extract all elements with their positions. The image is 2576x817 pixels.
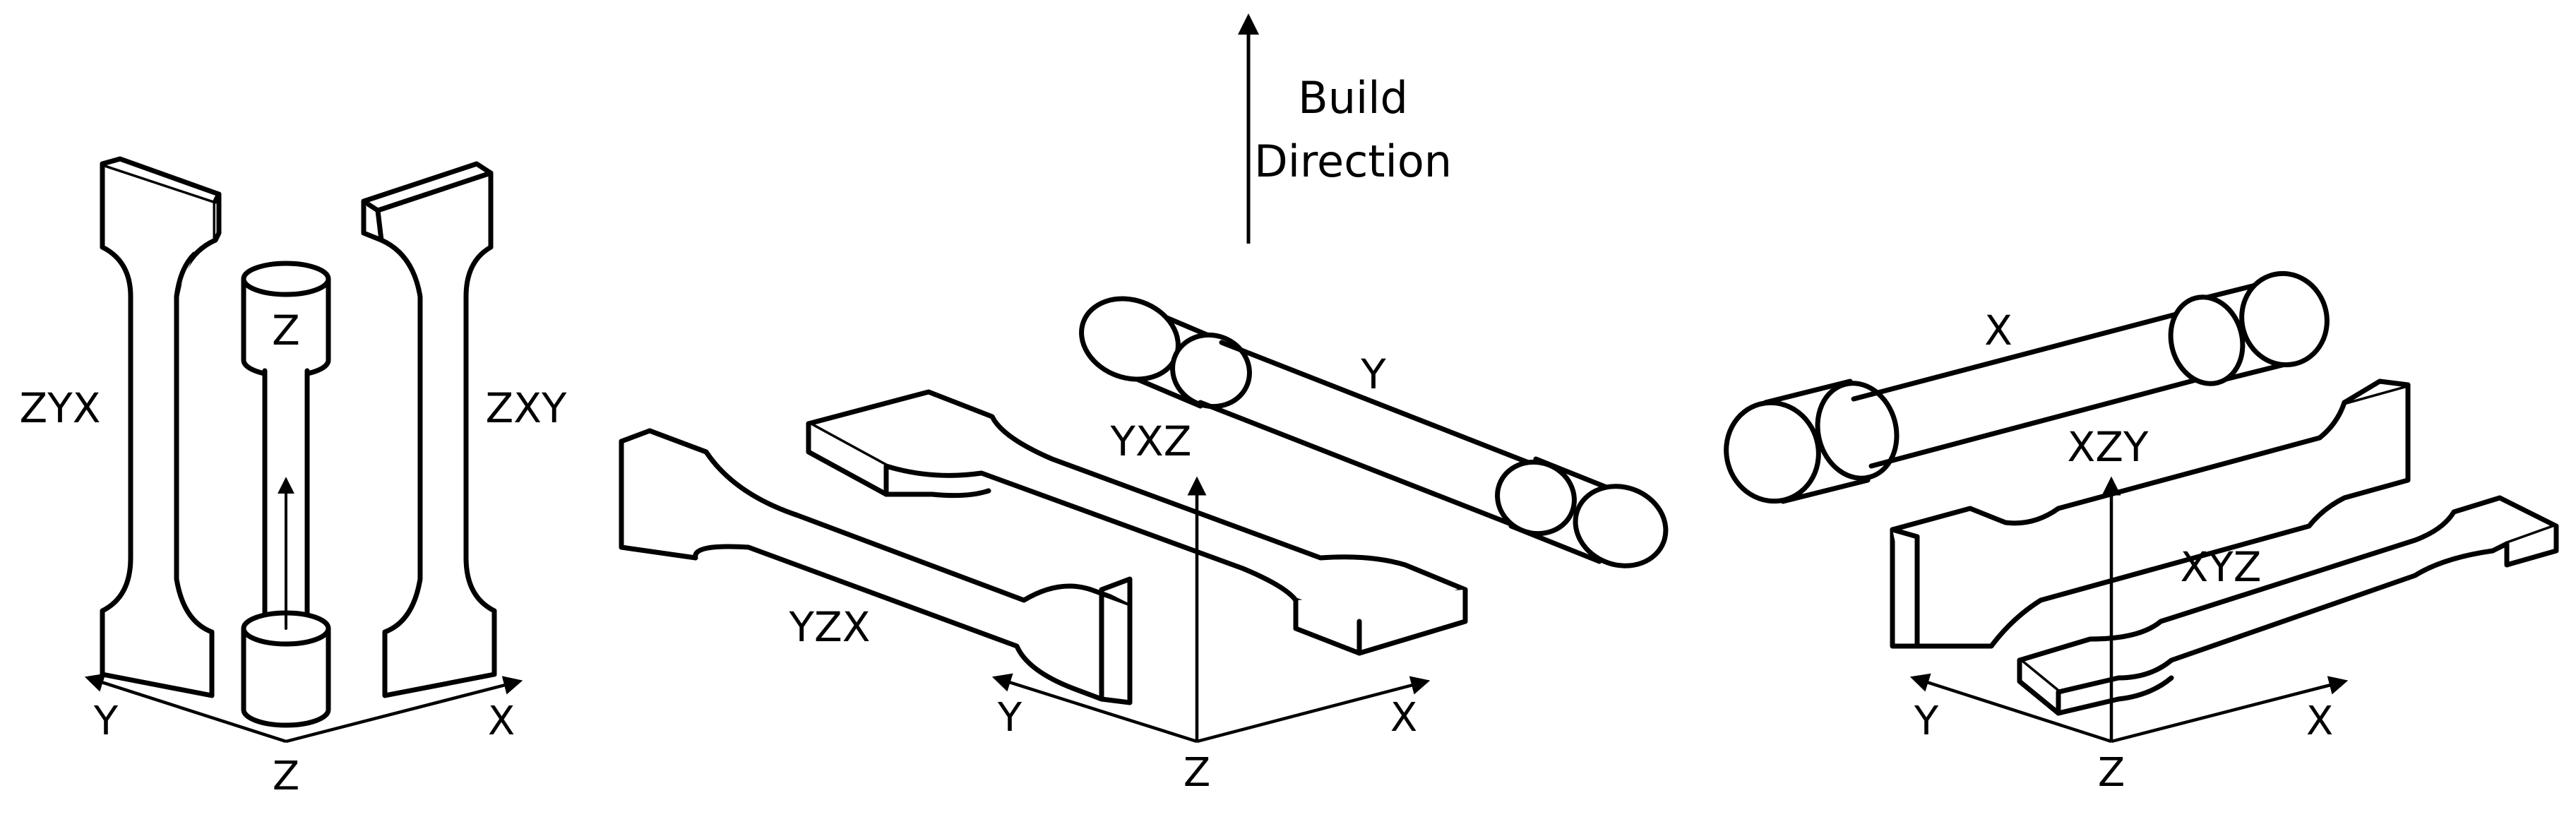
label-xzy: XZY xyxy=(2068,423,2149,471)
specimen-yzx xyxy=(619,428,1133,705)
specimen-zxy xyxy=(361,161,497,698)
axis-y-label: Y xyxy=(1914,698,1939,744)
axis-y-label: Y xyxy=(997,695,1022,741)
build-direction-label-line2: Direction xyxy=(1254,136,1452,187)
axis-z-label: Z xyxy=(1183,750,1210,796)
axes-group3 xyxy=(1909,476,2349,744)
group-x: X XZY XYZ Y X Z xyxy=(1724,270,2559,796)
axes-group1 xyxy=(84,673,523,744)
axis-x-arrow xyxy=(285,676,523,744)
label-yxz: YXZ xyxy=(1110,417,1192,465)
specimen-xzy xyxy=(1890,378,2411,649)
axis-y-label: Y xyxy=(93,698,119,744)
label-zyx: ZYX xyxy=(20,384,101,432)
axis-y-arrow xyxy=(1909,673,2112,744)
specimen-yxz xyxy=(806,389,1468,656)
label-xyz: XYZ xyxy=(2181,543,2262,591)
axis-z-label: Z xyxy=(273,753,299,799)
axes-group2 xyxy=(991,476,1431,744)
group-y: YZX YXZ Y Y X Z xyxy=(619,296,1669,796)
axis-y-arrow xyxy=(84,673,287,744)
axis-x-label: X xyxy=(1390,695,1417,741)
label-z: Z xyxy=(272,306,300,354)
group-vertical: ZYX Z ZXY Y X Z xyxy=(20,156,567,799)
specimen-zyx xyxy=(100,156,222,698)
specimen-z-cylinder xyxy=(241,261,331,728)
label-zxy: ZXY xyxy=(486,384,567,432)
build-direction-indicator: Build Direction xyxy=(1238,13,1452,244)
label-y: Y xyxy=(1360,350,1386,398)
axis-x-label: X xyxy=(488,698,515,744)
specimen-x-cylinder xyxy=(1724,270,2330,504)
label-yzx: YZX xyxy=(789,603,871,651)
specimen-y-cylinder xyxy=(1079,296,1669,568)
axis-y-arrow xyxy=(991,673,1198,744)
label-x: X xyxy=(1984,306,2012,354)
specimen-xyz xyxy=(2017,495,2559,716)
axis-x-arrow xyxy=(2111,676,2349,744)
build-direction-label-line1: Build xyxy=(1298,72,1408,124)
axis-x-arrow xyxy=(1196,676,1431,744)
axis-z-label: Z xyxy=(2098,750,2125,796)
axis-x-label: X xyxy=(2306,698,2333,744)
